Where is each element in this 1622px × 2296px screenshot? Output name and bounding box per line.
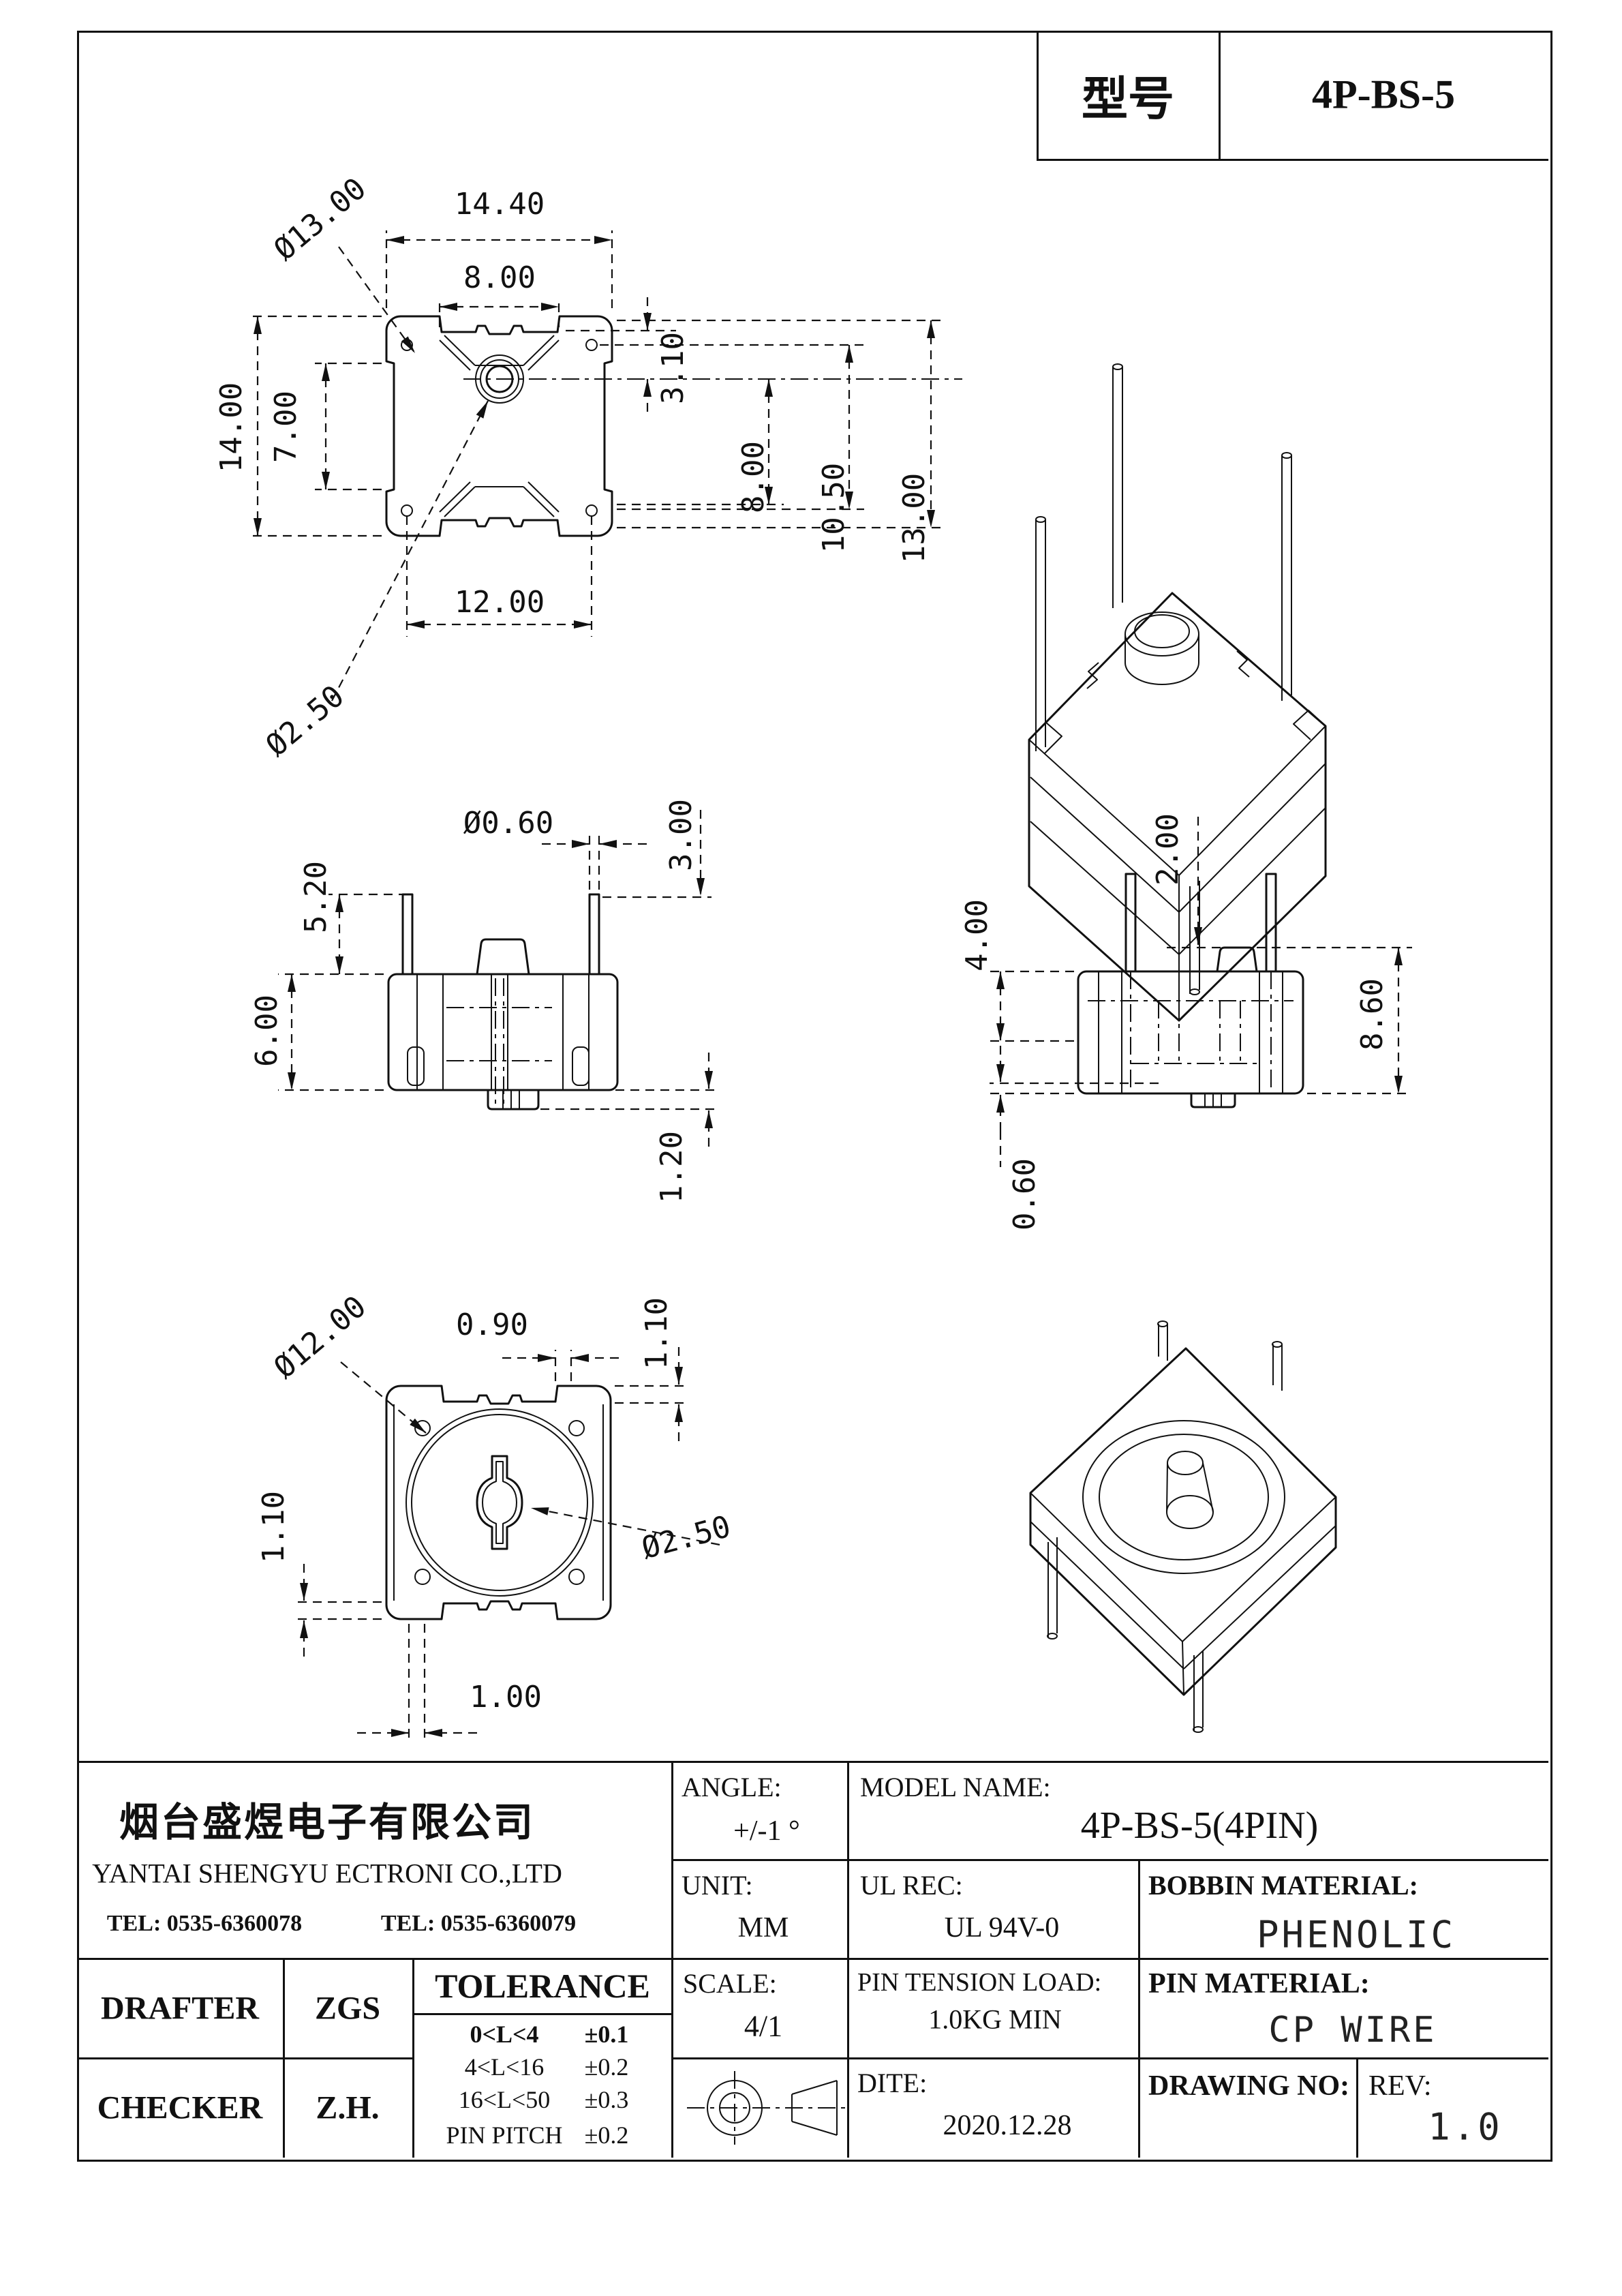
iso-view-top <box>1028 363 1327 1022</box>
tb-h3 <box>77 1958 1548 1960</box>
tb-v5 <box>412 1958 414 2158</box>
company-tel-2: TEL: 0535-6360079 <box>380 1911 577 1936</box>
tolerance-title: TOLERANCE <box>435 1967 650 2005</box>
dim-side-0-6: 0.60 <box>1007 1158 1042 1230</box>
tb-v6 <box>1356 2057 1358 2158</box>
dim-front-6: 6.00 <box>249 995 284 1067</box>
tolerance-row-1-tol: ±0.2 <box>584 2053 629 2081</box>
page-border <box>77 31 1552 2162</box>
dim-front-3: 3.00 <box>664 799 699 871</box>
dim-top-width-12: 12.00 <box>454 585 545 620</box>
checker-value: Z.H. <box>316 2089 380 2126</box>
dim-top-height-13: 13.00 <box>897 472 932 564</box>
dim-top-height-7: 7.00 <box>269 391 303 463</box>
tb-v3 <box>1138 1859 1140 2158</box>
rev-value: 1.0 <box>1428 2105 1503 2149</box>
dim-bottom-1: 1.00 <box>470 1680 542 1715</box>
tolerance-row-2-range: 16<L<50 <box>458 2086 551 2113</box>
model-box-value: 4P-BS-5 <box>1312 72 1455 117</box>
tolerance-row-2-tol: ±0.3 <box>584 2086 629 2113</box>
tolerance-row-3-range: PIN PITCH <box>446 2121 563 2149</box>
drafter-label: DRAFTER <box>100 1990 260 2027</box>
dim-bottom-1-1-left: 1.10 <box>256 1491 291 1563</box>
model-box-divider-line <box>1219 31 1221 159</box>
bottom-view <box>292 1347 720 1742</box>
dim-side-2: 2.00 <box>1150 813 1185 886</box>
pin-tension-label: PIN TENSION LOAD: <box>857 1968 1102 1997</box>
company-tel-1: TEL: 0535-6360078 <box>106 1911 303 1936</box>
tolerance-row-0-range: 0<L<4 <box>470 2021 539 2048</box>
tolerance-row-0-tol: ±0.1 <box>584 2021 629 2048</box>
model-box-left-line <box>1037 31 1039 159</box>
dim-top-height-10-5: 10.50 <box>816 462 851 554</box>
dim-top-width-outer: 14.40 <box>454 187 545 222</box>
dim-front-1-2: 1.20 <box>654 1131 689 1203</box>
angle-value: +/-1 ° <box>733 1815 800 1847</box>
scale-label: SCALE: <box>683 1968 777 1999</box>
tb-v1 <box>671 1761 673 2158</box>
tb-v4 <box>283 1958 285 2158</box>
iso-view-bottom <box>1029 1320 1337 1733</box>
rev-label: REV: <box>1368 2070 1432 2102</box>
projection-symbol-icon <box>687 2071 845 2145</box>
model-box-label: 型号 <box>1081 73 1175 125</box>
company-name-en: YANTAI SHENGYU ECTRONI CO.,LTD <box>92 1858 562 1889</box>
angle-label: ANGLE: <box>682 1772 782 1802</box>
dite-value: 2020.12.28 <box>943 2110 1072 2141</box>
ul-rec-label: UL REC: <box>860 1870 963 1901</box>
front-view <box>278 810 720 1147</box>
ul-rec-value: UL 94V-0 <box>944 1912 1060 1944</box>
bobbin-material-value: PHENOLIC <box>1256 1913 1456 1957</box>
tolerance-row-1-range: 4<L<16 <box>464 2053 545 2081</box>
bobbin-material-label: BOBBIN MATERIAL: <box>1148 1870 1418 1901</box>
tb-h4 <box>412 2013 673 2015</box>
checker-label: CHECKER <box>97 2089 263 2126</box>
side-view <box>990 817 1412 1167</box>
dim-top-width-inner: 8.00 <box>463 260 536 295</box>
pin-material-label: PIN MATERIAL: <box>1148 1968 1370 1999</box>
dim-bottom-1-1-right: 1.10 <box>639 1297 674 1370</box>
dim-top-height-8: 8.00 <box>736 441 771 513</box>
model-name-value: 4P-BS-5(4PIN) <box>1080 1804 1319 1847</box>
drafter-value: ZGS <box>314 1990 381 2027</box>
tb-h5b <box>671 2057 1548 2059</box>
unit-value: MM <box>737 1912 789 1944</box>
dim-front-5-2: 5.20 <box>299 861 333 933</box>
tb-h5a <box>77 2057 412 2059</box>
dim-top-3-10: 3.10 <box>656 332 690 404</box>
model-name-label: MODEL NAME: <box>860 1772 1051 1802</box>
tb-v2 <box>847 1761 849 2158</box>
dite-label: DITE: <box>857 2068 928 2098</box>
pin-material-value: CP WIRE <box>1268 2010 1437 2051</box>
scale-value: 4/1 <box>744 2009 783 2043</box>
dim-side-4: 4.00 <box>960 899 994 971</box>
unit-label: UNIT: <box>682 1870 753 1901</box>
dim-front-pin-dia: Ø0.60 <box>463 806 554 841</box>
top-view <box>247 230 962 701</box>
tb-h1 <box>77 1761 1548 1763</box>
model-box-bottom-line <box>1037 159 1548 161</box>
company-name-cn: 烟台盛煜电子有限公司 <box>119 1800 536 1845</box>
pin-tension-value: 1.0KG MIN <box>928 2004 1062 2035</box>
dim-top-height-14: 14.00 <box>214 382 249 473</box>
dim-side-8-6: 8.60 <box>1355 978 1390 1051</box>
tb-h2 <box>671 1859 1548 1861</box>
dim-bottom-0-9: 0.90 <box>456 1308 528 1342</box>
drawing-no-label: DRAWING NO: <box>1148 2070 1350 2102</box>
tolerance-row-3-tol: ±0.2 <box>584 2121 629 2149</box>
